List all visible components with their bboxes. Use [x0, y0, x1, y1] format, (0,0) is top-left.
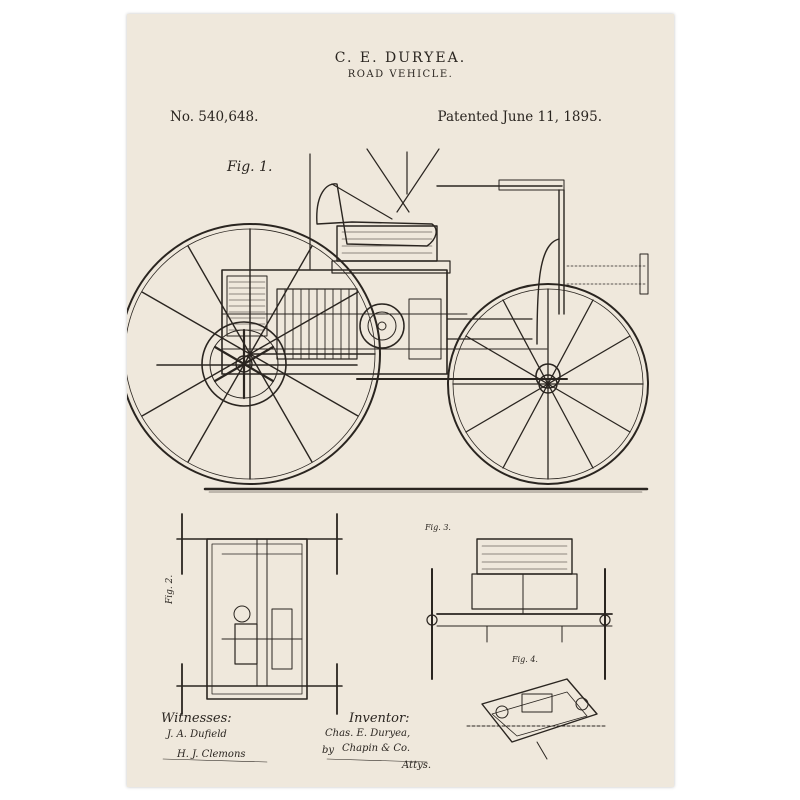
patent-number: No. 540,648. [170, 109, 259, 125]
witnesses-heading: Witnesses: [161, 711, 232, 726]
fig3-rear-view-drawing [426, 538, 613, 680]
inventor-signature: Chas. E. Duryea, [325, 728, 411, 739]
steering-column-drawing [436, 179, 649, 345]
fig2-plan-view-drawing [176, 513, 343, 715]
attorney-by-label: by [322, 745, 335, 756]
fig1-label: Fig. 1. [227, 159, 273, 175]
inventor-name-title: C. E. DURYEA. [334, 50, 467, 66]
engine-body-drawing [221, 269, 568, 380]
fig2-label: Fig. 2. [165, 574, 175, 604]
patent-drawings [127, 148, 649, 763]
fig4-label: Fig. 4. [512, 655, 538, 664]
rear-wheel-drawing [127, 223, 381, 485]
fig3-label: Fig. 3. [425, 523, 451, 532]
front-wheel-drawing [447, 283, 649, 485]
patent-date: Patented June 11, 1895. [437, 109, 602, 125]
canopy-frame-drawing [309, 148, 440, 270]
witness-2-signature: H. J. Clemons [177, 749, 246, 760]
invention-title: ROAD VEHICLE. [347, 69, 454, 80]
witness-1-signature: J. A. Dufield [167, 729, 227, 740]
fig1-side-view-drawing [127, 148, 649, 493]
inventor-heading: Inventor: [349, 711, 410, 726]
fig4-detail-drawing [466, 678, 608, 760]
attorney-role: Attys. [402, 760, 432, 771]
seat-drawing [316, 183, 451, 274]
attorney-signature: Chapin & Co. [342, 743, 411, 754]
patent-poster: C. E. DURYEA. ROAD VEHICLE. No. 540,648.… [127, 14, 674, 787]
